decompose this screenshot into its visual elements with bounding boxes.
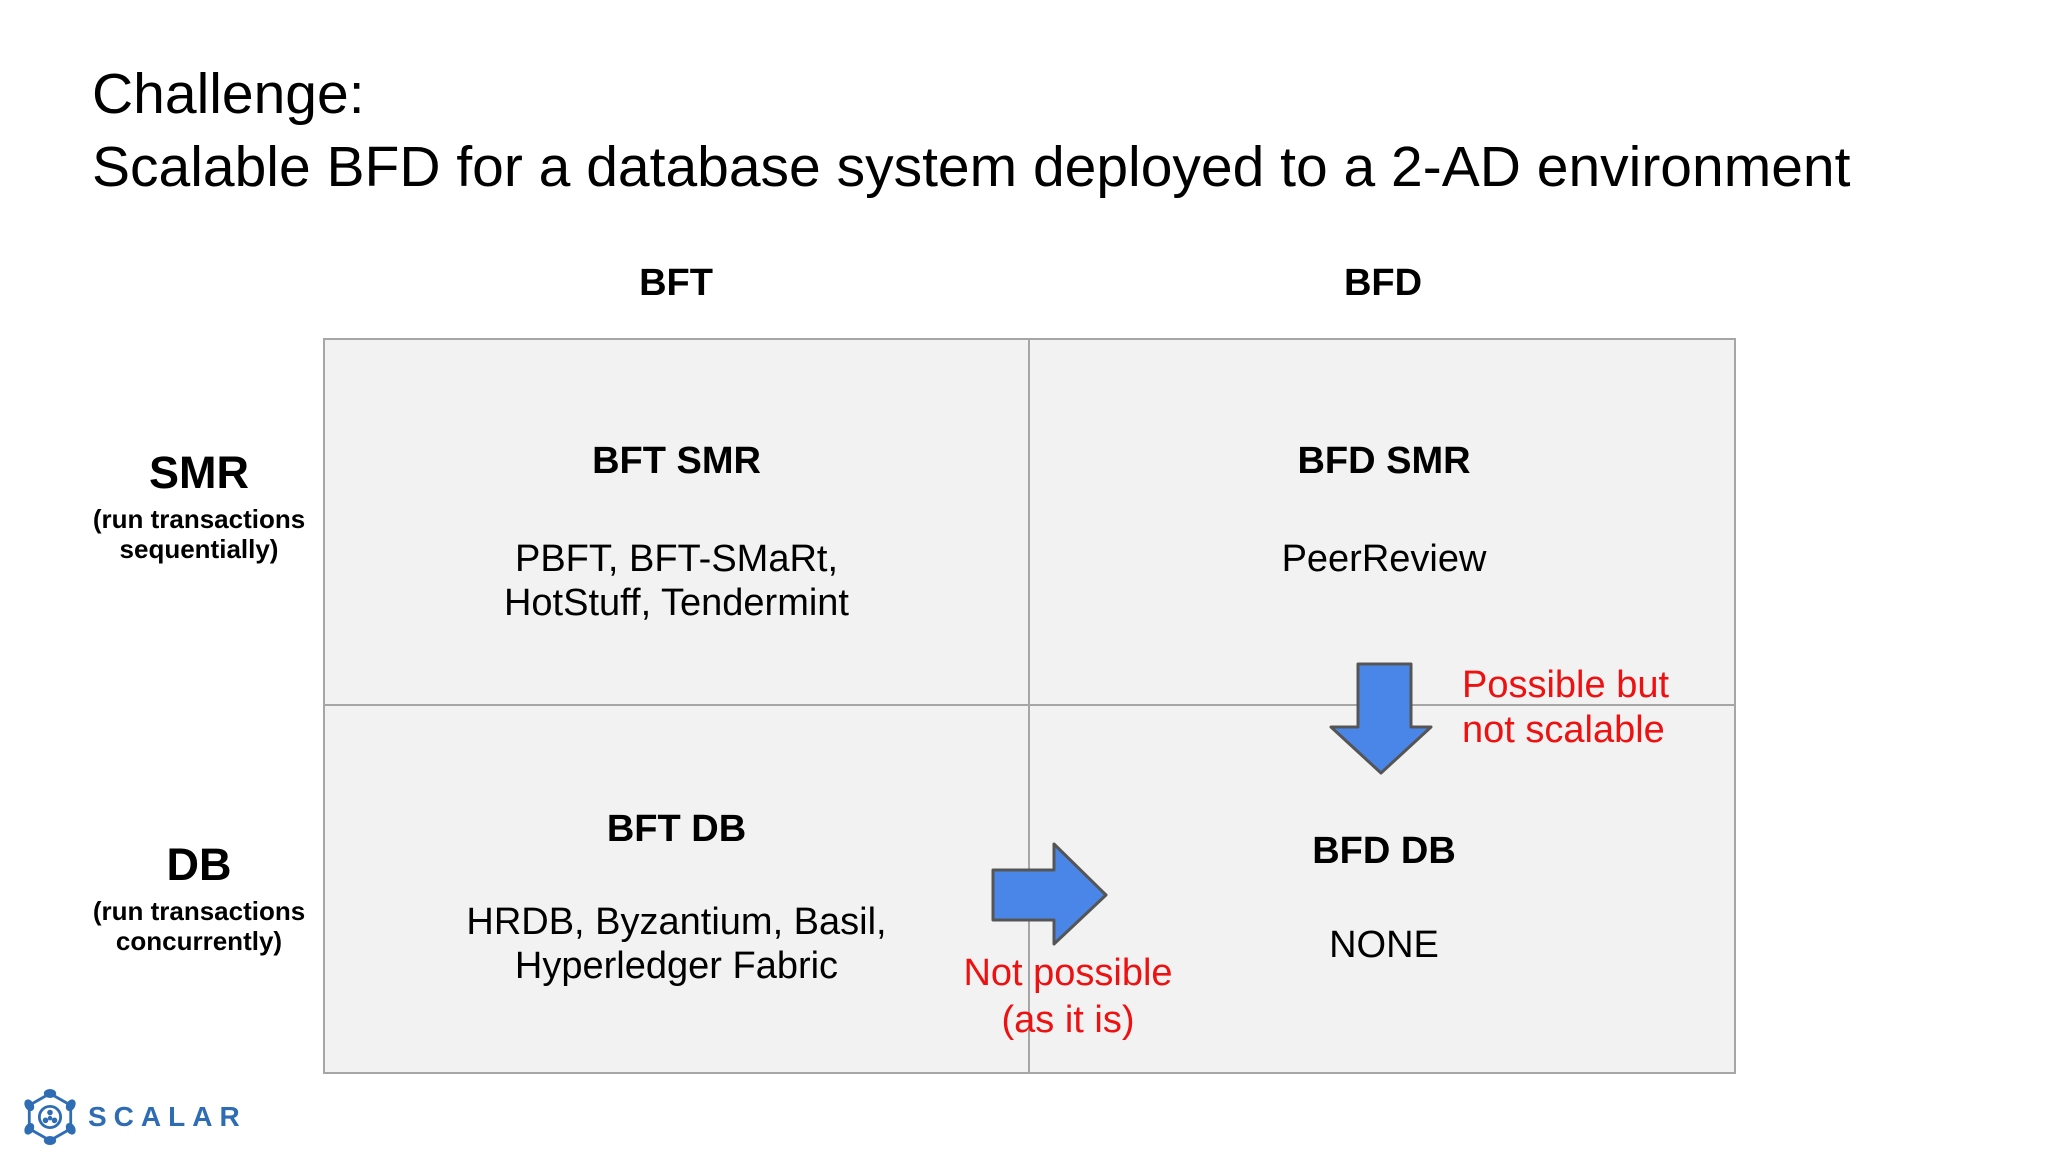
- cell-bft-smr: [325, 340, 1030, 706]
- cell-body-bft-smr: PBFT, BFT-SMaRt, HotStuff, Tendermint: [323, 537, 1030, 625]
- row-label-smr-subtitle: (run transactions sequentially): [58, 504, 340, 564]
- quadrant-matrix: [323, 338, 1736, 1074]
- cell-body-bfd-db: NONE: [1032, 923, 1736, 967]
- column-header-bft: BFT: [639, 262, 713, 304]
- right-arrow-icon: [991, 842, 1108, 946]
- row-label-smr-title: SMR: [149, 447, 249, 498]
- cell-body-bft-db-line2: Hyperledger Fabric: [514, 945, 839, 987]
- annotation-possible-line2: not scalable: [1462, 709, 1665, 751]
- row-label-db-subtitle-line1: (run transactions: [92, 896, 306, 926]
- annotation-not-possible-line1: Not possible: [963, 952, 1173, 994]
- slide-title: Challenge: Scalable BFD for a database s…: [92, 58, 1850, 204]
- cell-body-bft-db: HRDB, Byzantium, Basil, Hyperledger Fabr…: [323, 900, 1030, 988]
- scalar-hexagon-logo-icon: [24, 1089, 76, 1145]
- cell-title-bft-db: BFT DB: [606, 808, 747, 850]
- row-label-db-subtitle: (run transactions concurrently): [58, 896, 340, 956]
- row-label-smr-subtitle-line2: sequentially): [119, 534, 279, 564]
- cell-title-bft-smr: BFT SMR: [592, 440, 761, 482]
- cell-title-bfd-db: BFD DB: [1312, 830, 1456, 872]
- annotation-not-possible-line2: (as it is): [1001, 999, 1135, 1041]
- scalar-logo-text: SCALAR: [88, 1101, 247, 1132]
- cell-bft-db: [325, 706, 1030, 1072]
- row-label-smr: SMR (run transactions sequentially): [58, 447, 340, 565]
- scalar-logo: SCALAR: [22, 1088, 247, 1146]
- row-label-db: DB (run transactions concurrently): [58, 839, 340, 957]
- annotation-possible-not-scalable: Possible but not scalable: [1462, 663, 1669, 753]
- cell-body-bfd-smr-line1: PeerReview: [1281, 538, 1487, 580]
- cell-bfd-smr: [1029, 340, 1734, 706]
- row-label-smr-subtitle-line1: (run transactions: [92, 504, 306, 534]
- slide-title-line1: Challenge:: [92, 62, 365, 126]
- cell-body-bft-smr-line2: HotStuff, Tendermint: [503, 582, 849, 624]
- cell-body-bfd-db-line1: NONE: [1329, 924, 1439, 966]
- cell-title-bfd-smr: BFD SMR: [1297, 440, 1471, 482]
- down-arrow-icon: [1329, 662, 1433, 775]
- cell-body-bfd-smr: PeerReview: [1032, 537, 1736, 581]
- row-label-db-subtitle-line2: concurrently): [115, 926, 283, 956]
- cell-body-bft-db-line1: HRDB, Byzantium, Basil,: [466, 901, 887, 943]
- annotation-not-possible: Not possible (as it is): [918, 950, 1218, 1044]
- annotation-possible-line1: Possible but: [1462, 664, 1670, 706]
- column-header-bfd: BFD: [1343, 262, 1423, 304]
- cell-body-bft-smr-line1: PBFT, BFT-SMaRt,: [514, 538, 839, 580]
- row-label-db-title: DB: [166, 839, 232, 890]
- slide-title-line2: Scalable BFD for a database system deplo…: [92, 135, 1851, 199]
